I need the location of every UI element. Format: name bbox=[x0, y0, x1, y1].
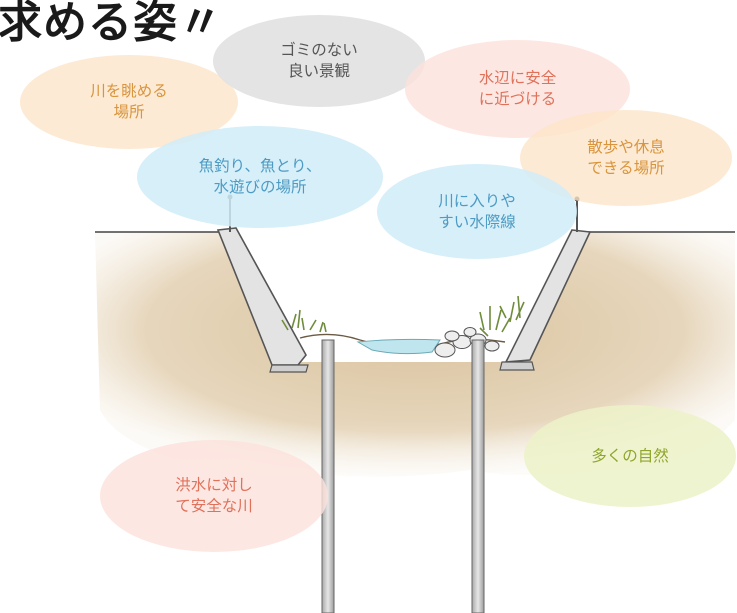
bubble-accessible-waterline: 川に入りや すい水際線 bbox=[377, 164, 577, 259]
right-revetment bbox=[504, 229, 592, 363]
left-revetment bbox=[216, 227, 307, 366]
page-title: 求める姿〃 bbox=[0, 0, 223, 48]
bubble-rich-nature: 多くの自然 bbox=[524, 405, 736, 507]
bubble-flood-safe-river: 洪水に対し て安全な川 bbox=[100, 440, 328, 552]
left-sheet-pile bbox=[321, 339, 335, 613]
bubble-clean-scenery: ゴミのない 良い景観 bbox=[213, 15, 425, 107]
bubble-fishing-play-place: 魚釣り、魚とり、 水遊びの場所 bbox=[137, 126, 383, 228]
plants bbox=[281, 295, 525, 337]
right-sheet-pile bbox=[471, 339, 485, 613]
water-surface bbox=[356, 338, 441, 355]
